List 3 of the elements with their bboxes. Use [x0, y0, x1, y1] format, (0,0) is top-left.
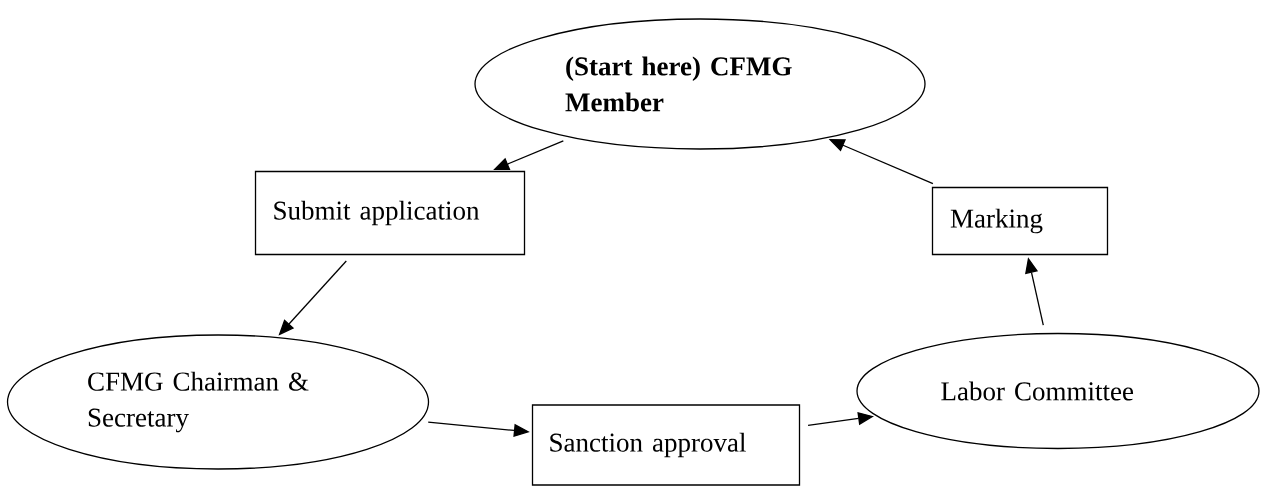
process-box: Sanction approval	[531, 404, 801, 486]
process-box: Marking	[931, 186, 1109, 256]
process-box: Submit application	[254, 170, 526, 256]
